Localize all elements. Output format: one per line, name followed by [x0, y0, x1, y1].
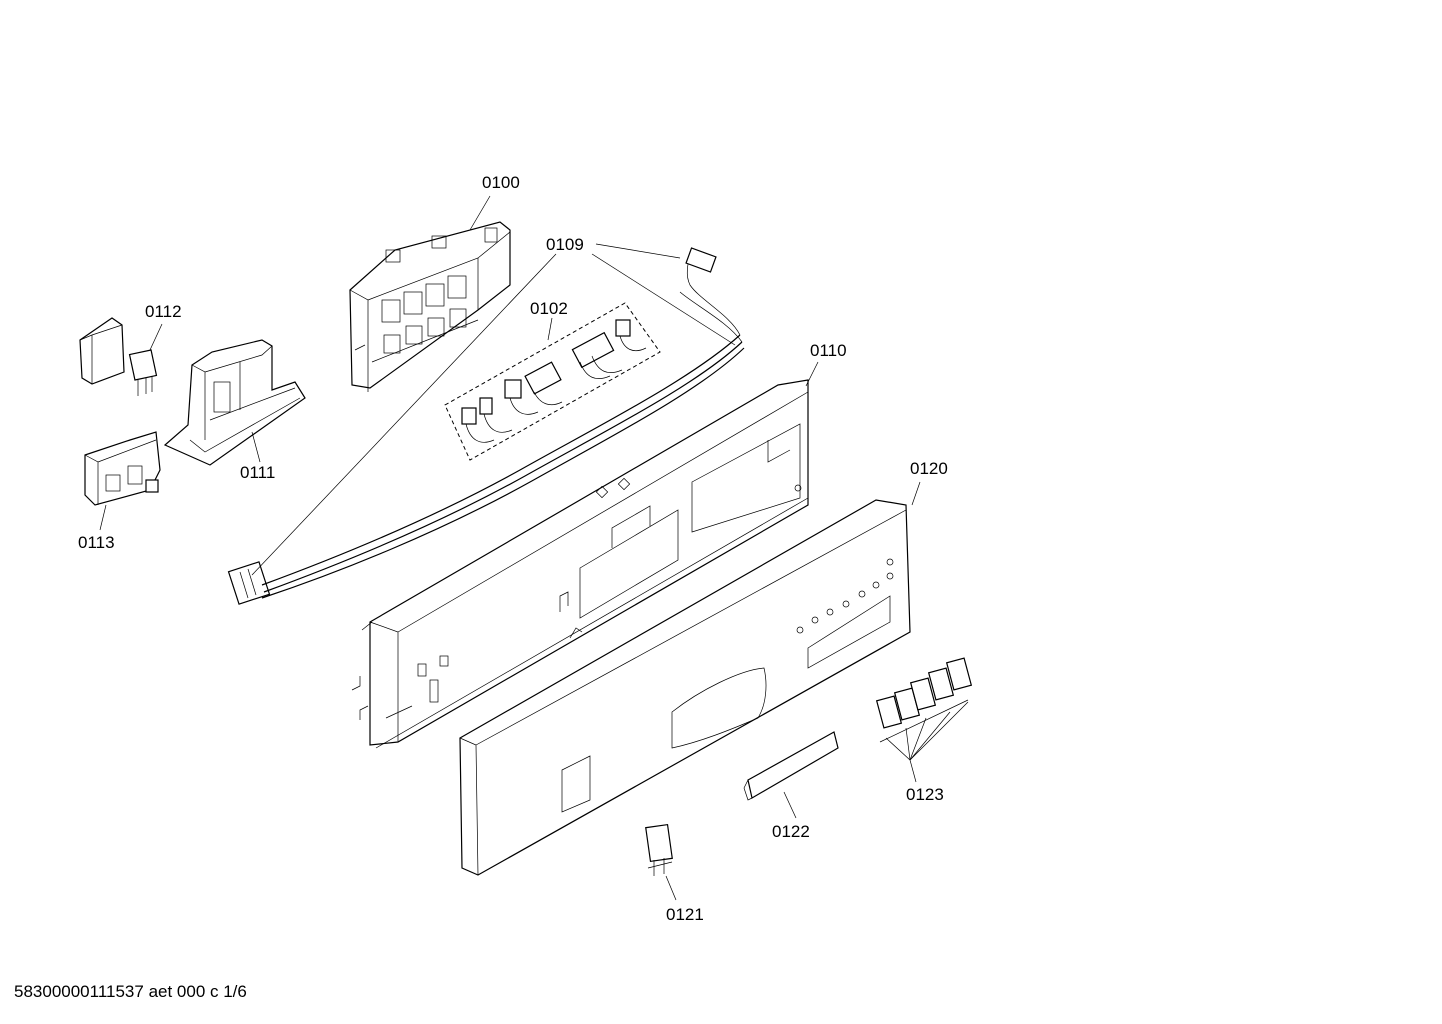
- leader-0109-b: [591, 253, 736, 346]
- label-0122: 0122: [772, 822, 810, 841]
- leader-0121: [665, 875, 677, 901]
- part-0102-connector-set: [444, 302, 661, 461]
- part-0100-control-module: [349, 221, 511, 392]
- label-0102: 0102: [530, 299, 568, 318]
- label-0121: 0121: [666, 905, 704, 924]
- label-0110: 0110: [810, 341, 847, 360]
- part-0112-cover-relay: [79, 317, 158, 396]
- part-0109-wiring-harness: [227, 247, 745, 605]
- label-0109: 0109: [546, 235, 584, 254]
- part-0111-bracket: [163, 339, 306, 466]
- leader-0112: [149, 323, 163, 351]
- leader-0109-a: [251, 253, 557, 576]
- label-0120: 0120: [910, 459, 948, 478]
- part-0123-button-set: [875, 657, 973, 761]
- footer-document-code: 58300000111537 aet 000 c 1/6: [14, 982, 247, 1001]
- label-0100: 0100: [482, 173, 520, 192]
- leader-0102: [547, 317, 553, 341]
- leader-0123: [909, 759, 917, 783]
- leader-0111: [251, 431, 261, 463]
- leader-0110: [805, 361, 819, 387]
- part-0121-single-button: [645, 823, 673, 876]
- leader-0100: [469, 195, 491, 231]
- label-0113: 0113: [78, 533, 115, 552]
- label-0123: 0123: [906, 785, 944, 804]
- part-0113-switch: [84, 431, 161, 506]
- label-0112: 0112: [145, 302, 182, 321]
- part-0122-trim-strip: [743, 731, 839, 801]
- leader-0122: [783, 791, 797, 819]
- label-0111: 0111: [240, 463, 276, 482]
- leader-0109-c: [595, 243, 681, 259]
- leader-0113: [99, 504, 107, 531]
- leader-0120: [911, 481, 921, 506]
- part-0120-front-panel: [459, 499, 911, 876]
- part-0110-inner-frame: [351, 379, 809, 749]
